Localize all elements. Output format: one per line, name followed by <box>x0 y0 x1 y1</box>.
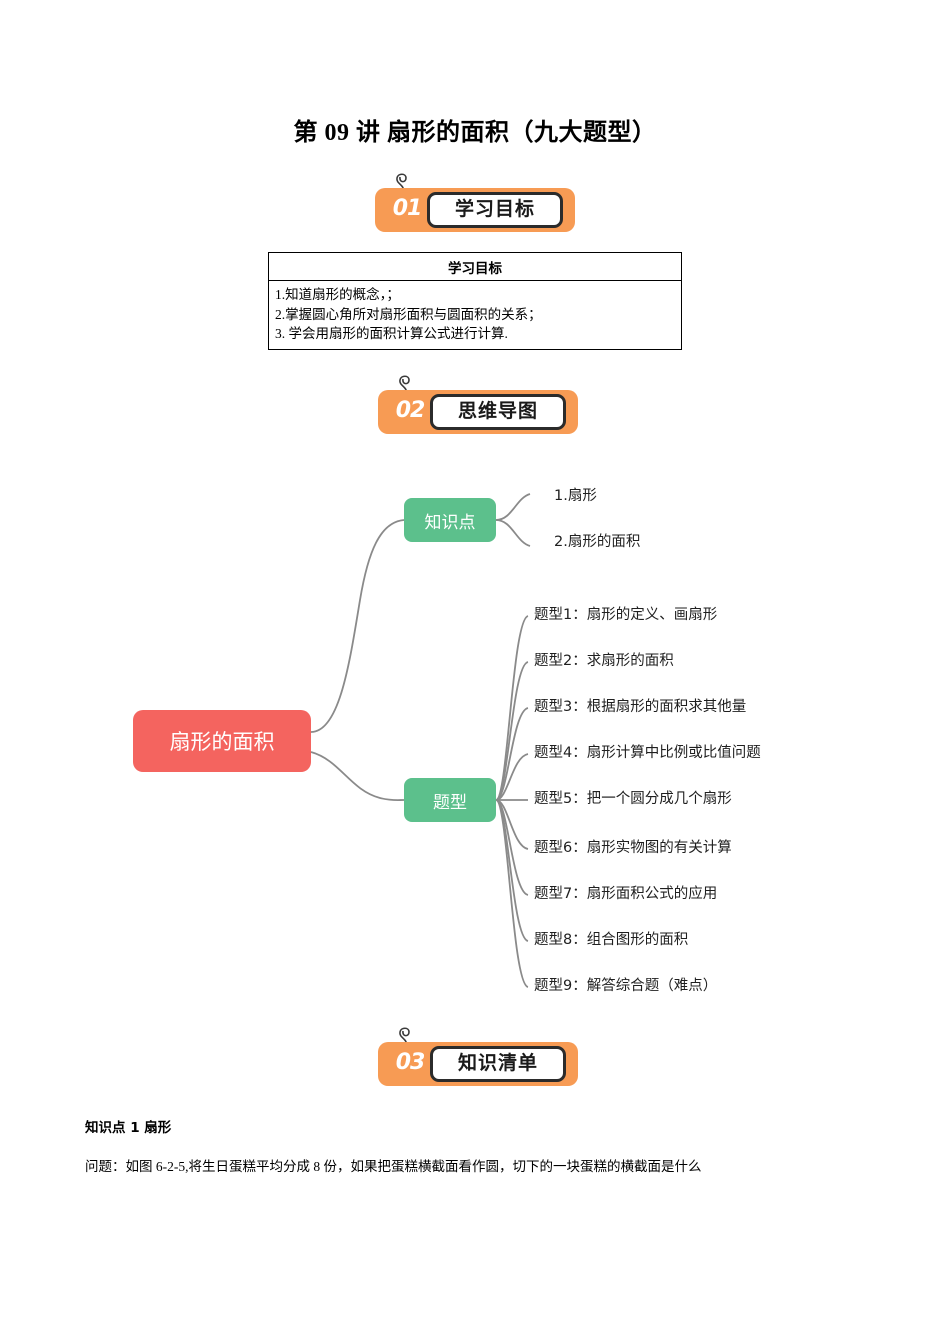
mindmap: 扇形的面积 知识点 题型 1.扇形 2.扇形的面积 题型1：扇形的定义、画扇形 … <box>0 460 950 1030</box>
mindmap-leaf: 题型9：解答综合题（难点） <box>534 978 718 994</box>
page-title: 第 09 讲 扇形的面积（九大题型） <box>293 120 657 146</box>
section-banner-02: 02 思维导图 <box>378 375 578 434</box>
section-label: 知识清单 <box>457 1052 538 1074</box>
mindmap-root-node: 扇形的面积 <box>133 710 311 772</box>
mindmap-leaf: 题型1：扇形的定义、画扇形 <box>534 607 718 623</box>
objective-item-3: 3. 学会用扇形的面积计算公式进行计算. <box>275 326 508 342</box>
section-number: 02 <box>395 398 426 423</box>
mindmap-leaf: 题型3：根据扇形的面积求其他量 <box>534 699 747 715</box>
knowledge-point-paragraph: 问题：如图 6-2-5,将生日蛋糕平均分成 8 份，如果把蛋糕横截面看作圆，切下… <box>85 1159 702 1174</box>
mindmap-leaf: 题型2：求扇形的面积 <box>534 653 674 669</box>
mindmap-branch-knowledge: 知识点 <box>404 498 496 542</box>
mindmap-branch-question-types: 题型 <box>404 778 496 822</box>
mindmap-connectors <box>310 493 531 988</box>
mindmap-leaf: 题型7：扇形面积公式的应用 <box>534 886 718 902</box>
objectives-table: 学习目标 1.知道扇形的概念，； 2.掌握圆心角所对扇形面积与圆面积的关系； 3… <box>268 252 682 350</box>
section-label: 思维导图 <box>457 400 538 422</box>
knowledge-point-title: 知识点 1 扇形 <box>85 1120 172 1136</box>
mindmap-leaf: 题型6：扇形实物图的有关计算 <box>534 840 732 856</box>
objectives-table-header: 学习目标 <box>269 253 681 281</box>
mindmap-leaf: 1.扇形 <box>554 488 597 504</box>
mindmap-leaf: 2.扇形的面积 <box>554 534 641 550</box>
section-banner-01: 01 学习目标 <box>375 173 575 232</box>
objective-item-1: 1.知道扇形的概念，； <box>275 287 400 302</box>
section-number: 03 <box>395 1050 426 1075</box>
section-banner-03: 03 知识清单 <box>378 1027 578 1086</box>
banner-plate-inner <box>427 192 563 228</box>
section-label: 学习目标 <box>454 198 535 220</box>
mindmap-leaf: 题型8：组合图形的面积 <box>534 932 689 948</box>
mindmap-leaf: 题型5：把一个圆分成几个扇形 <box>534 791 732 807</box>
objective-item-2: 2.掌握圆心角所对扇形面积与圆面积的关系； <box>275 306 542 322</box>
banner-tail-icon <box>399 1027 410 1046</box>
banner-tail-icon <box>396 173 407 192</box>
objectives-table-body: 1.知道扇形的概念，； 2.掌握圆心角所对扇形面积与圆面积的关系； 3. 学会用… <box>269 281 681 349</box>
banner-plate-inner <box>430 1046 566 1082</box>
banner-plate-inner <box>430 394 566 430</box>
section-number: 01 <box>392 196 423 221</box>
mindmap-leaf: 题型4：扇形计算中比例或比值问题 <box>534 745 761 761</box>
banner-tail-icon <box>399 375 410 394</box>
